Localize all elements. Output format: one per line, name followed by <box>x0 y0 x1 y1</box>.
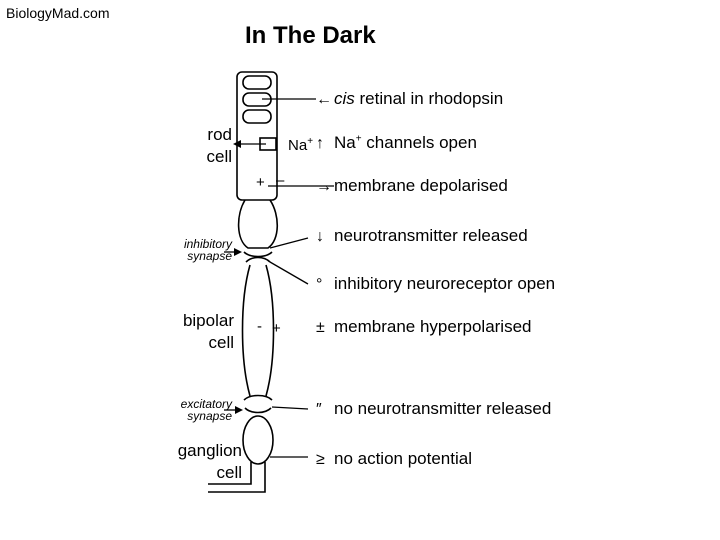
ganglion-axon <box>208 462 266 493</box>
bipolar-minus-charge: - <box>257 318 262 335</box>
annotation-no-neurotransmitter: ″no neurotransmitter released <box>316 399 552 418</box>
pointer-neuroreceptor <box>269 261 309 285</box>
annotation-rhodopsin: ←cis retinal in rhodopsin <box>316 89 504 108</box>
na-ion-label: Na+ <box>288 136 314 154</box>
bipolar-cell-body <box>241 264 275 397</box>
rod-minus-charge: – <box>276 172 285 189</box>
arrowhead-inhibitory <box>234 248 242 256</box>
disc-3 <box>242 109 272 124</box>
annotation-neurotransmitter-released: ↓neurotransmitter released <box>316 226 528 245</box>
annotation-na-channels: ↑Na+ channels open <box>316 133 477 152</box>
annotation-no-action-potential: ≥no action potential <box>316 449 472 468</box>
disc-1 <box>242 75 272 90</box>
rod-inner-segment <box>237 199 279 249</box>
watermark: BiologyMad.com <box>6 5 110 21</box>
annotation-neuroreceptor: °inhibitory neuroreceptor open <box>316 274 556 293</box>
annotation-hyperpolarised: ±membrane hyperpolarised <box>316 317 532 336</box>
diagram-title: In The Dark <box>245 22 376 49</box>
inhibitory-synapse-cleft <box>243 251 273 258</box>
arrowhead-excitatory <box>235 406 243 414</box>
rod-plus-charge: + <box>256 174 265 191</box>
bipolar-plus-charge: + <box>272 320 281 337</box>
arrowhead-rod-cell <box>233 140 241 148</box>
annotation-depolarised: →membrane depolarised <box>316 176 508 195</box>
ganglion-cell-body <box>242 415 274 465</box>
pointer-no-neurotransmitter <box>271 406 309 410</box>
pointer-neurotransmitter <box>269 237 309 249</box>
rod-outer-segment <box>236 71 278 201</box>
excitatory-synapse-cleft <box>243 394 273 401</box>
